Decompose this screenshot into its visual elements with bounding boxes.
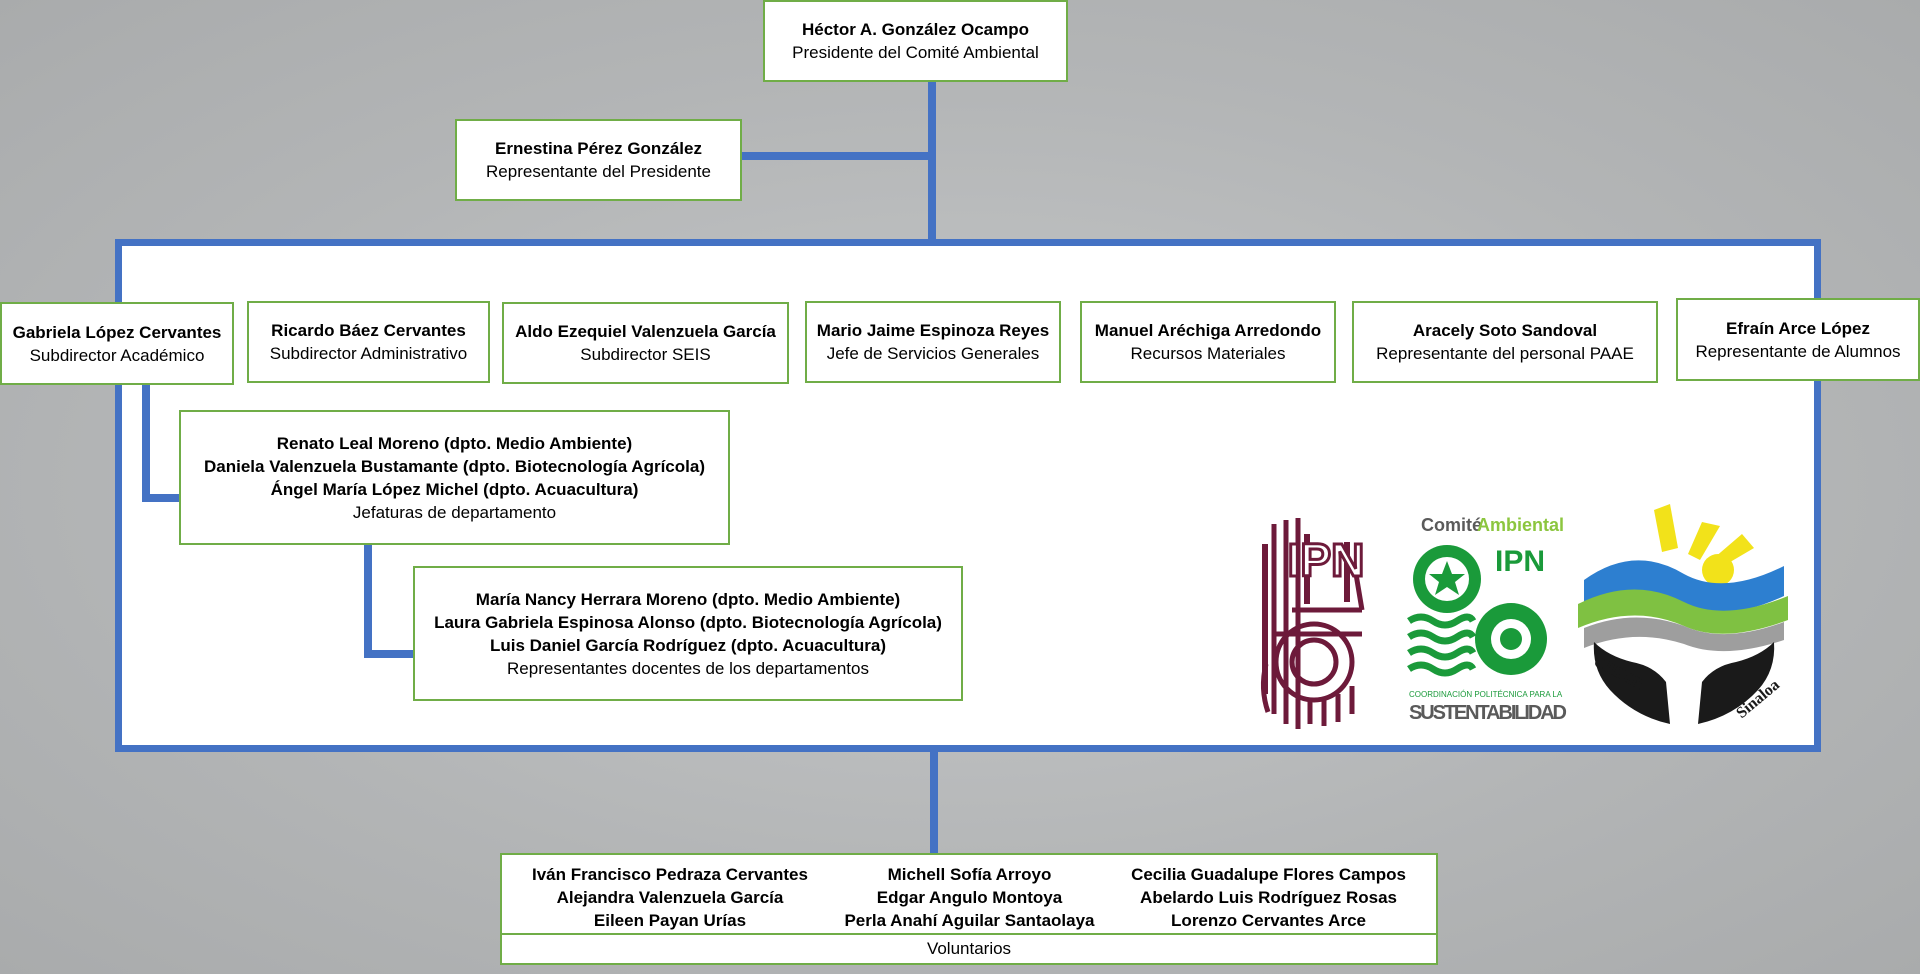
volunteer-name: Lorenzo Cervantes Arce <box>1171 911 1366 930</box>
representative-name: Ernestina Pérez González <box>495 139 702 158</box>
department-head-name: Daniela Valenzuela Bustamante (dpto. Bio… <box>204 456 705 476</box>
volunteers-box: Iván Francisco Pedraza Cervantes Alejand… <box>500 853 1438 965</box>
member-box-administrative: Ricardo Báez Cervantes Subdirector Admin… <box>247 301 490 383</box>
volunteer-name: Perla Anahí Aguilar Santaolaya <box>844 911 1095 930</box>
member-role: Subdirector Administrativo <box>269 344 468 363</box>
member-name: Aldo Ezequiel Valenzuela García <box>515 322 776 341</box>
president-box: Héctor A. González Ocampo Presidente del… <box>763 0 1068 82</box>
member-box-seis: Aldo Ezequiel Valenzuela García Subdirec… <box>502 302 789 384</box>
connector-academic-vertical <box>142 384 150 502</box>
volunteers-column: Michell Sofía Arroyo Edgar Angulo Montoy… <box>844 863 1094 933</box>
connector-president-vertical <box>928 80 936 242</box>
ipn-logo: IPN <box>1260 518 1366 729</box>
volunteers-label-row: Voluntarios <box>502 933 1436 963</box>
member-name: Aracely Soto Sandoval <box>1412 321 1598 340</box>
department-head-name: Ángel María López Michel (dpto. Acuacult… <box>270 479 639 499</box>
volunteer-name: Abelardo Luis Rodríguez Rosas <box>1140 888 1397 907</box>
member-role: Representante de Alumnos <box>1695 341 1901 361</box>
member-role: Recursos Materiales <box>1130 344 1286 363</box>
president-name: Héctor A. González Ocampo <box>801 20 1030 39</box>
connector-volunteers-vertical <box>930 752 938 856</box>
member-role: Subdirector SEIS <box>580 345 711 364</box>
comite-subtitle-2: SUSTENTABILIDAD <box>1409 702 1567 724</box>
member-name: Manuel Aréchiga Arredondo <box>1094 321 1322 340</box>
member-role: Subdirector Académico <box>29 345 205 365</box>
teacher-rep-name: Luis Daniel García Rodríguez (dpto. Acua… <box>489 635 887 655</box>
member-box-students: Efraín Arce López Representante de Alumn… <box>1676 298 1920 381</box>
volunteers-column: Cecilia Guadalupe Flores Campos Abelardo… <box>1131 863 1406 933</box>
member-box-paae: Aracely Soto Sandoval Representante del … <box>1352 301 1658 383</box>
member-role: Representante del personal PAAE <box>1376 344 1634 363</box>
ciidir-sinaloa-logo: CIIDIR Sinaloa <box>1578 504 1788 724</box>
member-name: Gabriela López Cervantes <box>12 322 222 342</box>
teacher-rep-name: María Nancy Herrara Moreno (dpto. Medio … <box>475 589 901 609</box>
volunteer-name: Eileen Payan Urías <box>593 911 747 930</box>
department-heads-role: Jefaturas de departamento <box>352 502 557 522</box>
ipn-logo-text: IPN <box>1288 534 1365 586</box>
comite-ambiental-logo: Comité Ambiental IPN COORDINACIÓN POLITÉ… <box>1407 515 1567 724</box>
volunteer-name: Iván Francisco Pedraza Cervantes <box>532 865 808 884</box>
connector-heads-vertical <box>364 542 372 658</box>
volunteers-list: Iván Francisco Pedraza Cervantes Alejand… <box>502 855 1436 933</box>
member-box-academic: Gabriela López Cervantes Subdirector Aca… <box>0 302 234 385</box>
member-box-services: Mario Jaime Espinoza Reyes Jefe de Servi… <box>805 301 1061 383</box>
teacher-reps-box: María Nancy Herrara Moreno (dpto. Medio … <box>413 566 963 701</box>
representative-role: Representante del Presidente <box>486 162 711 181</box>
comite-subtitle: COORDINACIÓN POLITÉCNICA PARA LA <box>1409 690 1563 699</box>
connector-academic-horizontal <box>142 494 182 502</box>
volunteer-name: Cecilia Guadalupe Flores Campos <box>1131 865 1406 884</box>
teacher-rep-name: Laura Gabriela Espinosa Alonso (dpto. Bi… <box>434 612 942 632</box>
teacher-reps-role: Representantes docentes de los departame… <box>507 658 869 678</box>
representative-box: Ernestina Pérez González Representante d… <box>455 119 742 201</box>
member-name: Mario Jaime Espinoza Reyes <box>816 321 1050 340</box>
volunteers-label: Voluntarios <box>926 939 1012 958</box>
president-role: Presidente del Comité Ambiental <box>792 43 1039 62</box>
volunteer-name: Edgar Angulo Montoya <box>876 888 1063 907</box>
comite-ipn-text: IPN <box>1495 545 1545 578</box>
comite-title-2: Ambiental <box>1477 515 1564 535</box>
department-heads-box: Renato Leal Moreno (dpto. Medio Ambiente… <box>179 410 730 545</box>
member-name: Efraín Arce López <box>1726 318 1870 338</box>
member-role: Jefe de Servicios Generales <box>826 344 1040 363</box>
volunteer-name: Michell Sofía Arroyo <box>887 865 1052 884</box>
volunteers-column: Iván Francisco Pedraza Cervantes Alejand… <box>532 863 808 933</box>
member-box-materials: Manuel Aréchiga Arredondo Recursos Mater… <box>1080 301 1336 383</box>
connector-heads-horizontal <box>364 650 414 658</box>
department-head-name: Renato Leal Moreno (dpto. Medio Ambiente… <box>276 433 633 453</box>
comite-title-1: Comité <box>1421 515 1482 535</box>
volunteer-name: Alejandra Valenzuela García <box>556 888 784 907</box>
member-name: Ricardo Báez Cervantes <box>271 321 466 340</box>
connector-representative <box>740 152 930 160</box>
